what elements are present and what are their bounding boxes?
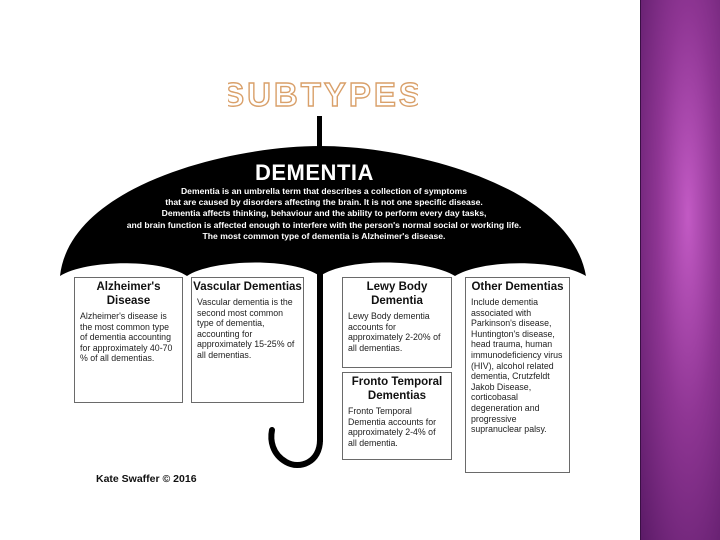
lewy-body-title: Lewy Body Dementia — [366, 281, 428, 307]
side-decoration-panel — [640, 0, 720, 540]
lewy-body-text: Lewy Body dementia accounts for approxim… — [348, 311, 441, 353]
fronto-temporal-text: Fronto Temporal Dementia accounts for ap… — [348, 406, 437, 448]
vascular-box: Vascular Dementias Vascular dementia is … — [191, 277, 304, 403]
umbrella-description-line: Dementia is an umbrella term that descri… — [180, 186, 468, 196]
other-dementias-text: Include dementia associated with Parkins… — [471, 297, 563, 435]
other-dementias-title: Other Dementias — [471, 281, 564, 293]
slide-title: SUBTYPES — [228, 75, 418, 113]
vascular-title: Vascular Dementias — [193, 281, 302, 293]
umbrella-description-line: and brain function is affected enough to… — [126, 219, 522, 230]
credit-text: Kate Swaffer © 2016 — [96, 473, 197, 485]
umbrella-canopy — [60, 146, 586, 276]
slide-title-text: SUBTYPES — [228, 76, 418, 113]
umbrella-tip — [317, 116, 322, 150]
umbrella-shaft — [317, 274, 323, 442]
alzheimers-text: Alzheimer's disease is the most common t… — [80, 311, 173, 364]
vascular-text: Vascular dementia is the second most com… — [197, 297, 295, 360]
umbrella-description-line: Dementia affects thinking, behaviour and… — [161, 208, 487, 219]
alzheimers-box: Alzheimer's Disease Alzheimer's disease … — [74, 277, 183, 403]
fronto-temporal-box: Fronto Temporal Dementias Fronto Tempora… — [342, 372, 452, 460]
umbrella-handle — [268, 427, 323, 469]
umbrella-graphic — [60, 116, 586, 469]
umbrella-heading: DEMENTIA — [255, 160, 374, 185]
other-dementias-box: Other Dementias Include dementia associa… — [465, 277, 570, 473]
umbrella-description-line: that are caused by disorders affecting t… — [165, 197, 483, 208]
lewy-body-box: Lewy Body Dementia Lewy Body dementia ac… — [342, 277, 452, 368]
fronto-temporal-title: Fronto Temporal Dementias — [351, 376, 443, 402]
side-panel-divider — [640, 0, 641, 540]
umbrella-description: Dementia is an umbrella term that descri… — [105, 186, 543, 242]
umbrella-description-line: The most common type of dementia is Alzh… — [202, 230, 446, 241]
alzheimers-title: Alzheimer's Disease — [96, 281, 161, 307]
